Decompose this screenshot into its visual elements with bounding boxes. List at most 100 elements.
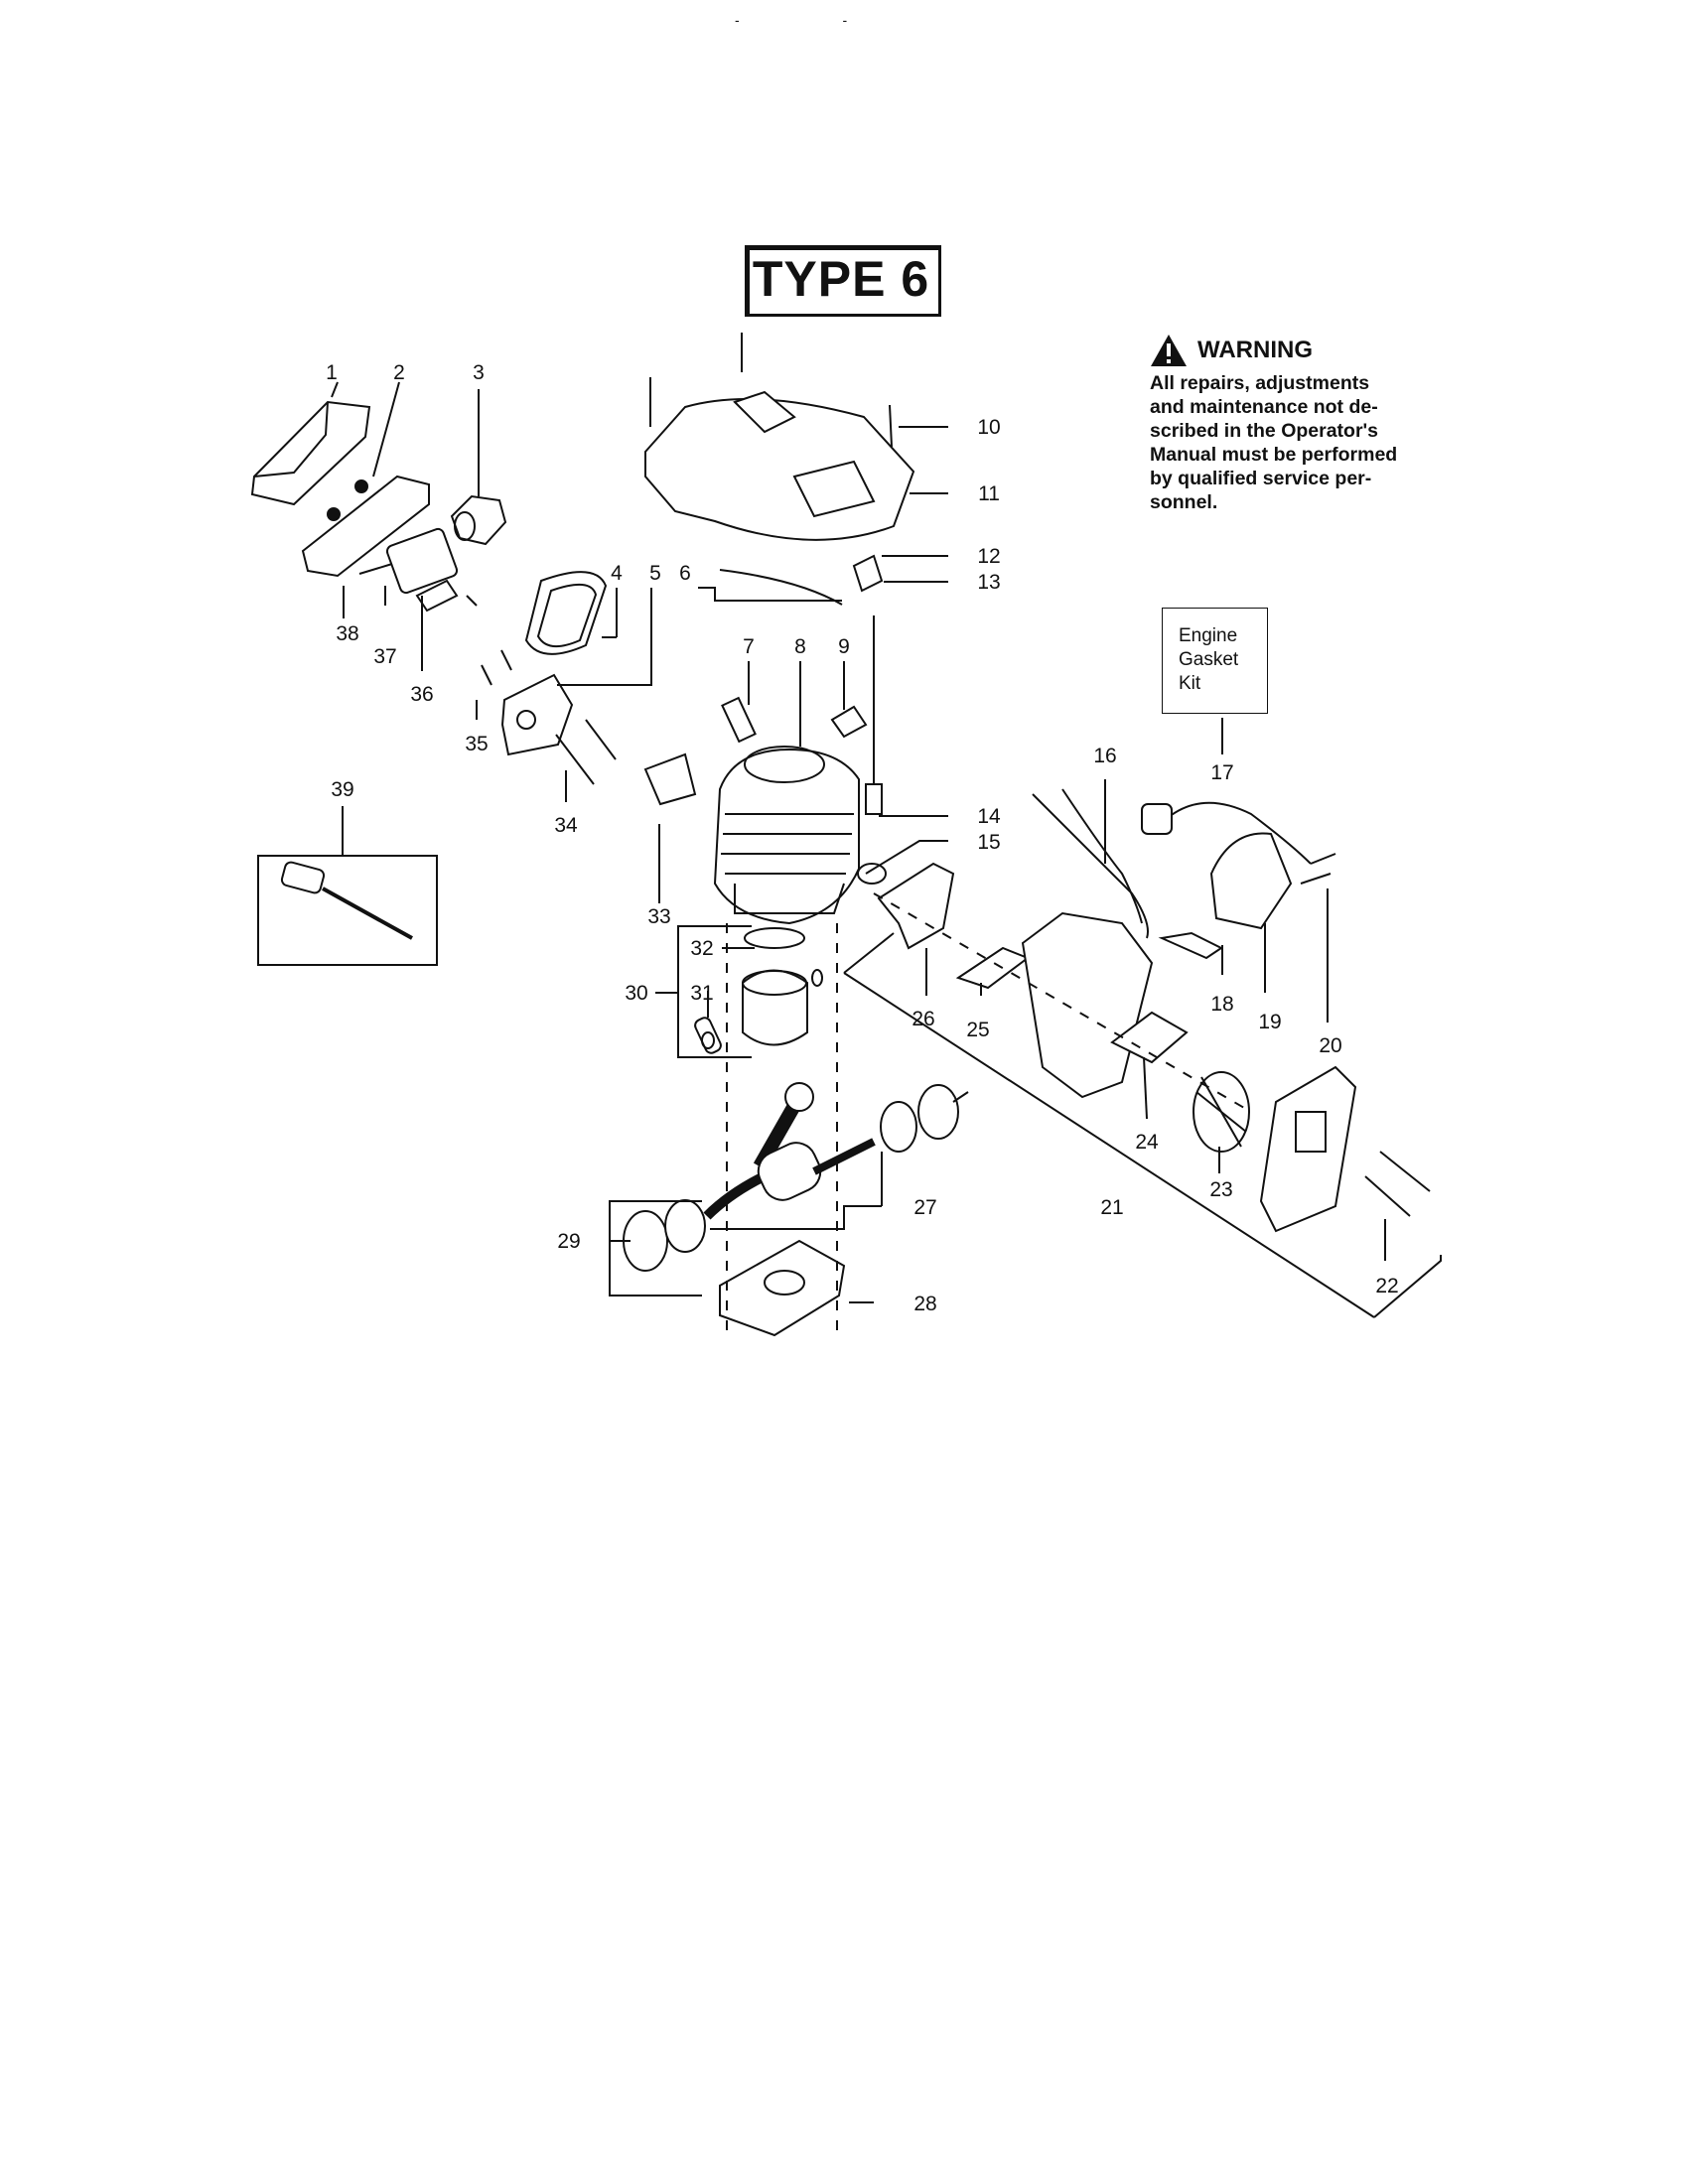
part-number: 9	[838, 635, 850, 658]
part-number: 4	[611, 562, 623, 585]
warning-line: All repairs, adjustments	[1150, 372, 1370, 394]
cylinder-part	[713, 705, 868, 925]
fuel-line-part	[719, 569, 843, 606]
part-number: 6	[679, 562, 691, 585]
part-number: 25	[966, 1019, 989, 1041]
bolt-part	[1379, 1151, 1431, 1192]
warning-line: scribed in the Operator's	[1150, 420, 1379, 442]
insulator-plate-part	[500, 673, 574, 756]
spark-screen-part	[1110, 1011, 1189, 1064]
kit-line: Kit	[1179, 673, 1201, 694]
part-number: 18	[1210, 993, 1233, 1016]
part-number: 2	[393, 361, 405, 384]
part-number: 22	[1375, 1275, 1398, 1297]
warning-line: sonnel.	[1150, 491, 1218, 513]
muffler-gasket-part	[877, 862, 955, 950]
part-number: 3	[473, 361, 485, 384]
part-number: 36	[410, 683, 433, 706]
carburetor-part	[358, 527, 478, 613]
muffler-body-part	[1021, 911, 1154, 1099]
part-number: 29	[557, 1230, 580, 1253]
part-number: 5	[649, 562, 661, 585]
bolt-part	[555, 719, 617, 785]
carb-cover-part	[301, 475, 430, 578]
shaft-part	[952, 1091, 969, 1103]
part-number: 33	[647, 905, 670, 928]
piston-pin-part	[694, 1017, 722, 1054]
mesh-screen-part	[1193, 1071, 1250, 1153]
screw-part	[1310, 853, 1336, 865]
warning-line: by qualified service per-	[1150, 468, 1372, 489]
gasket-part	[643, 752, 697, 806]
intake-elbow-part	[450, 494, 507, 546]
warning-line: and maintenance not de-	[1150, 396, 1378, 418]
part-number: 30	[625, 982, 647, 1005]
part-number: 37	[373, 645, 396, 668]
part-number: 34	[554, 814, 578, 837]
part-number: 19	[1258, 1011, 1281, 1033]
part-number: 23	[1209, 1178, 1232, 1201]
scrench-tool-part	[280, 861, 413, 940]
part-number: 31	[690, 982, 713, 1005]
engine-gasket-kit-box: Engine Gasket Kit	[1162, 608, 1268, 714]
part-number: 26	[912, 1008, 934, 1030]
crankcase-part	[719, 1239, 846, 1337]
part-number: 1	[326, 361, 338, 384]
seal-part	[857, 863, 887, 885]
wire-part	[1061, 788, 1143, 924]
part-number: 7	[743, 635, 755, 658]
title-frame	[745, 245, 941, 317]
part-number: 28	[913, 1293, 936, 1315]
spark-plug-part	[721, 696, 757, 744]
part-number: 12	[977, 545, 1000, 568]
warning-notice: WARNING All repairs, adjustments and mai…	[1150, 334, 1448, 514]
muffler-cover-part	[1259, 1065, 1357, 1233]
part-number: 38	[336, 622, 358, 645]
part-number: 8	[794, 635, 806, 658]
part-number: 10	[977, 416, 1000, 439]
part-number: 11	[978, 482, 1000, 505]
bearing-part	[664, 1199, 706, 1253]
circlip-part	[811, 969, 823, 987]
ground-lead-part	[1158, 931, 1223, 960]
part-number: 13	[977, 571, 1000, 594]
screw-part	[500, 649, 512, 671]
part-number: 14	[977, 805, 1001, 828]
part-number: 16	[1093, 745, 1116, 767]
scan-marks: - -	[735, 12, 898, 28]
warning-line: Manual must be performed	[1150, 444, 1398, 466]
screw-part	[1300, 873, 1332, 885]
wire-part	[1032, 793, 1149, 939]
piston-part	[742, 927, 808, 1046]
warning-heading: WARNING	[1197, 337, 1313, 363]
part-number: 24	[1135, 1131, 1159, 1154]
part-number: 39	[331, 778, 353, 801]
top-cover-part	[644, 390, 915, 541]
part-number: 21	[1100, 1196, 1123, 1219]
ignition-module-part	[1141, 801, 1312, 930]
warning-triangle-icon	[1151, 335, 1187, 366]
part-number: 32	[690, 937, 713, 960]
bolt-part	[1364, 1175, 1411, 1217]
circlip-part	[701, 1031, 715, 1049]
fuel-filter-part	[865, 783, 883, 815]
crankshaft-part	[703, 1082, 876, 1220]
intake-gasket-part	[524, 571, 608, 655]
muffler-gasket-part	[955, 946, 1031, 990]
tool-box-frame	[257, 855, 438, 966]
kit-line: Engine	[1179, 625, 1238, 646]
bracket-part	[852, 554, 884, 593]
part-number: 15	[977, 831, 1000, 854]
air-filter-part	[250, 400, 371, 506]
part-number: 35	[465, 733, 488, 755]
bearing-part	[917, 1084, 959, 1140]
kit-line: Gasket	[1179, 649, 1239, 670]
part-number: 20	[1319, 1034, 1341, 1057]
part-number: 17	[1210, 761, 1233, 784]
bearing-part	[880, 1101, 917, 1153]
page-title: TYPE 6	[752, 251, 930, 307]
screw-part	[481, 664, 492, 686]
assembly-axis-lines	[726, 892, 1252, 1340]
screw-part	[889, 404, 893, 448]
